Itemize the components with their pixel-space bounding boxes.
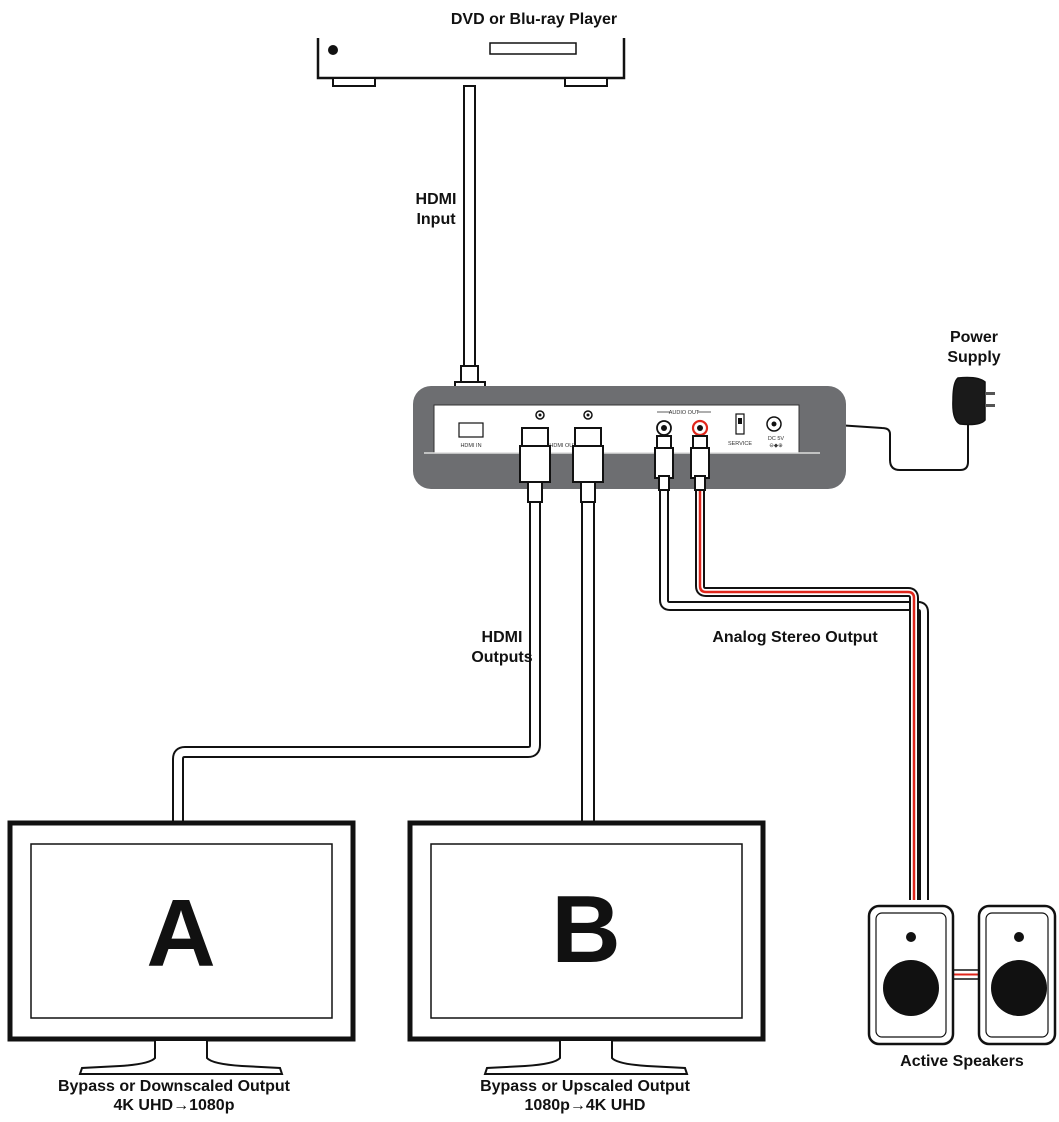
unit-rear-panel — [433, 404, 800, 454]
dvd-player-body — [316, 38, 626, 80]
hdmi-input-label-line2: Input — [416, 211, 456, 228]
rca-right-strain-relief — [694, 475, 706, 491]
analog-output-label: Analog Stereo Output — [712, 629, 878, 646]
hdmi-output-b-cable — [581, 499, 595, 825]
audio-left-cable-fill — [661, 488, 927, 900]
speaker-left-woofer — [883, 960, 939, 1016]
hdmi-output-a-plug — [519, 445, 551, 483]
audio-right-jack-center — [697, 425, 703, 431]
power-cable — [821, 423, 969, 471]
hdmi-outputs-label-line2: Outputs — [471, 649, 532, 666]
display-a-screen — [30, 843, 333, 1019]
display-b-caption2: 1080p→4K UHD — [525, 1097, 646, 1114]
hdmi-output-b-strain-relief — [580, 481, 596, 503]
analog-audio-cables: Analog Stereo Output — [654, 435, 929, 900]
rca-right-plug — [690, 447, 710, 479]
hdmi-input-cable-line — [463, 85, 476, 369]
display-b-screen — [430, 843, 743, 1019]
audio-right-cable-stripe — [698, 488, 916, 900]
display-b-caption1: Bypass or Upscaled Output — [480, 1078, 690, 1095]
hdmi-output-b-plug — [572, 445, 604, 483]
hdmi-output-cables: HDMI Outputs — [172, 427, 604, 825]
display-a: A Bypass or Downscaled Output 4K UHD→108… — [7, 820, 356, 1114]
speaker-left-tweeter — [906, 932, 916, 942]
display-a-caption2: 4K UHD→1080p — [114, 1097, 235, 1114]
hdmi-out-port-label: HDMI OUT — [549, 443, 577, 449]
hdmi-in-port-label: HDMI IN — [460, 443, 481, 449]
power-supply-label-line2: Supply — [947, 349, 1000, 366]
hdmi-in-port — [458, 422, 484, 438]
dc-polarity-symbol: ⊖◆⊕ — [769, 443, 783, 449]
speaker-right-tweeter — [1014, 932, 1024, 942]
service-port-label: SERVICE — [728, 441, 752, 447]
dvd-player: DVD or Blu-ray Player — [316, 11, 626, 87]
power-adapter-prong-top — [985, 392, 995, 395]
power-adapter-prong-bottom — [985, 404, 995, 407]
display-b: B Bypass or Upscaled Output 1080p→4K UHD — [407, 820, 766, 1114]
scaler-unit: HDMI IN HDMI OUT AUDIO OUT SERVICE DC 5V… — [413, 386, 846, 489]
dc-power-port-pin — [771, 421, 777, 427]
dvd-power-led — [328, 45, 338, 55]
hdmi-outputs-label-line1: HDMI — [482, 629, 523, 646]
hdmi-input-label-line1: HDMI — [416, 191, 457, 208]
rca-left-plug — [654, 447, 674, 479]
dc-port-label: DC 5V — [768, 436, 785, 442]
power-adapter-body — [952, 376, 986, 426]
active-speakers: Active Speakers — [867, 904, 1057, 1070]
speakers-label: Active Speakers — [900, 1053, 1024, 1070]
dvd-foot-right — [564, 77, 608, 87]
display-a-caption1: Bypass or Downscaled Output — [58, 1078, 291, 1095]
display-a-letter: A — [146, 880, 215, 987]
output-a-led-dot — [538, 413, 542, 417]
hdmi-output-a-strain-relief — [527, 481, 543, 503]
audio-out-port-label: AUDIO OUT — [669, 410, 700, 416]
dvd-player-label: DVD or Blu-ray Player — [451, 11, 617, 28]
power-supply-label-line1: Power — [950, 329, 998, 346]
display-a-stand — [78, 1041, 284, 1075]
dvd-foot-left — [332, 77, 376, 87]
display-b-letter: B — [551, 876, 620, 983]
audio-left-jack-center — [661, 425, 667, 431]
service-port-slot — [738, 418, 742, 424]
hdmi-input-cable: HDMI Input — [416, 85, 486, 421]
hdmi-output-a-cable-fill — [174, 500, 539, 822]
output-b-led-dot — [586, 413, 590, 417]
dvd-disc-tray — [489, 42, 577, 55]
display-b-stand — [483, 1041, 689, 1075]
rca-left-strain-relief — [658, 475, 670, 491]
speaker-right-woofer — [991, 960, 1047, 1016]
